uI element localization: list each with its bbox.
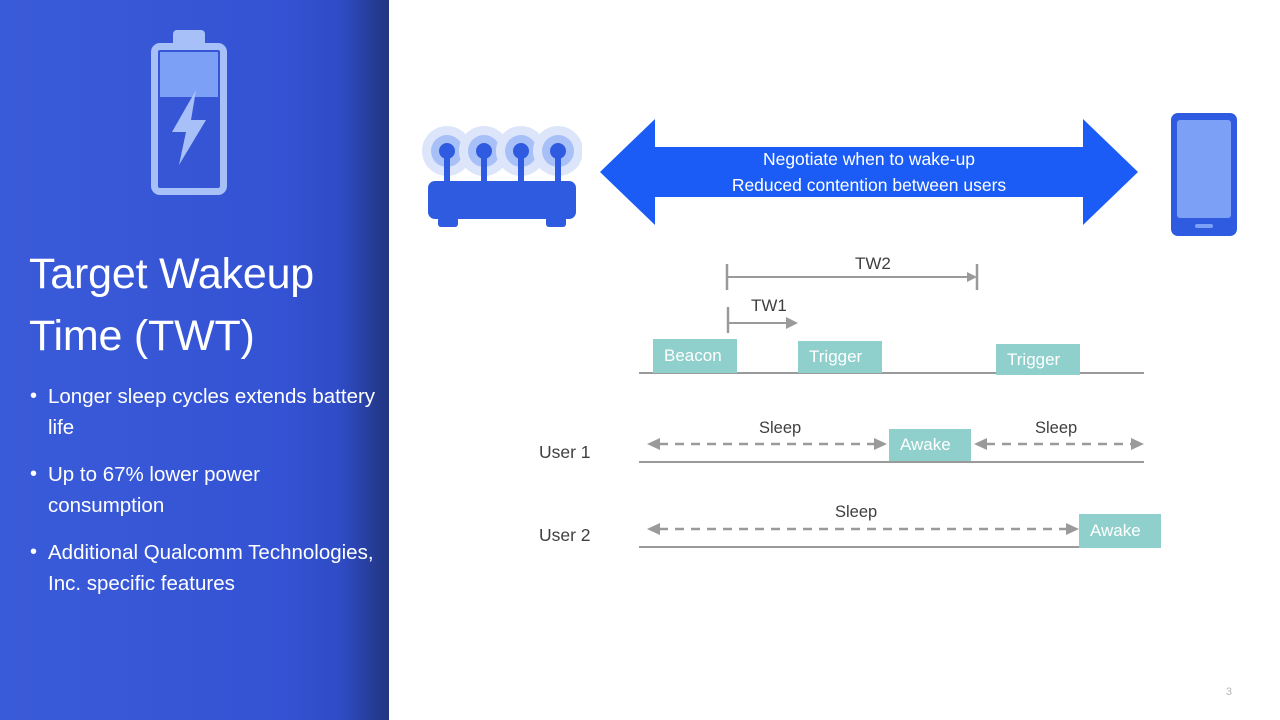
- battery-cap: [173, 30, 205, 47]
- antenna-stems: [444, 151, 561, 186]
- user-1-label: User 1: [539, 442, 591, 462]
- tw2-measure-arrow: [725, 264, 979, 290]
- battery-charging-icon: [151, 30, 227, 195]
- router-foot-left: [438, 217, 458, 227]
- lightning-bolt-icon: [172, 90, 206, 165]
- user-1-sleep-label-left: Sleep: [759, 419, 802, 437]
- page-title: Target Wakeup Time (TWT): [29, 250, 315, 360]
- user-2-baseline: [639, 546, 1079, 548]
- title-panel: Target Wakeup Time (TWT) Longer sleep cy…: [0, 0, 389, 720]
- router-foot-right: [546, 217, 566, 227]
- tw1-label: TW1: [751, 296, 787, 315]
- user-1-sleep-arrow-right: [974, 438, 1144, 450]
- user-2-sleep-arrow: [647, 523, 1079, 535]
- twt-timing-diagram: TW2 TW1 Beacon Trigger Trigger User 1 Sl…: [389, 0, 1280, 720]
- router-body: [428, 181, 576, 219]
- ap-timeline-baseline: [639, 372, 1144, 374]
- user-1-sleep-label-right: Sleep: [1035, 419, 1078, 437]
- phone-screen: [1177, 120, 1231, 218]
- bullet-list: Longer sleep cycles extends battery life…: [28, 381, 378, 615]
- ap-event-trigger-2: Trigger: [996, 344, 1080, 375]
- tw1-measure-arrow: [726, 307, 798, 333]
- double-arrow-shape: [600, 119, 1138, 225]
- user-1-sleep-arrow-left: [647, 438, 887, 450]
- user-1-awake-box: Awake: [889, 429, 971, 461]
- ap-event-trigger-1: Trigger: [798, 341, 882, 373]
- list-item: Up to 67% lower power consumption: [28, 459, 378, 521]
- user-2-awake-box: Awake: [1079, 514, 1161, 548]
- user-2-sleep-label: Sleep: [835, 503, 878, 521]
- phone-home-button: [1195, 224, 1213, 228]
- wifi-router-icon: [422, 126, 582, 227]
- smartphone-icon: [1171, 113, 1237, 236]
- user-1-baseline: [639, 461, 1144, 463]
- content-area: Negotiate when to wake-up Reduced conten…: [389, 0, 1280, 720]
- user-2-label: User 2: [539, 525, 591, 545]
- slide-number: 3: [1225, 686, 1232, 698]
- ap-event-beacon: Beacon: [653, 339, 737, 373]
- battery-shell: [151, 43, 227, 195]
- battery-fill: [160, 52, 218, 97]
- tw2-label: TW2: [855, 254, 891, 273]
- list-item: Longer sleep cycles extends battery life: [28, 381, 378, 443]
- list-item: Additional Qualcomm Technologies, Inc. s…: [28, 537, 378, 599]
